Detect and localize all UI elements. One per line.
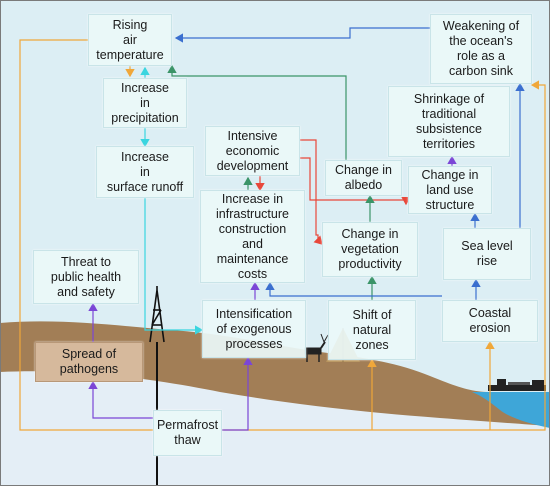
node-change-in-albedo: Change in albedo [325, 160, 402, 196]
arrow-blue-oceansink-to-temp [174, 27, 430, 43]
arrow-purple-permafrost-to-exogenous [222, 356, 253, 431]
node-intensification-of-exogenous-processes: Intensification of exogenous processes [202, 300, 306, 358]
node-shrinkage-of-territories: Shrinkage of traditional subsistence ter… [388, 86, 510, 157]
arrow-green-albedo-to-temp [167, 64, 347, 160]
arrow-red-econ-to-albedo [300, 139, 323, 245]
ship-illustration [488, 379, 546, 391]
node-increase-in-surface-runoff: Increase in surface runoff [96, 146, 194, 198]
arrow-orange-temp-loop [19, 39, 546, 431]
node-coastal-erosion: Coastal erosion [442, 300, 538, 342]
node-shift-of-natural-zones: Shift of natural zones [328, 300, 416, 360]
node-change-in-land-use-structure: Change in land use structure [408, 166, 492, 214]
sea-water [472, 392, 550, 428]
node-rising-air-temperature: Rising air temperature [88, 14, 172, 66]
arrow-blue-erosion-to-infra [265, 281, 442, 297]
arrow-red-econ-to-landuse [300, 157, 411, 206]
node-spread-of-pathogens: Spread of pathogens [35, 342, 143, 382]
node-permafrost-thaw: Permafrost thaw [153, 410, 222, 456]
node-threat-to-public-health: Threat to public health and safety [33, 250, 139, 304]
node-increase-in-infrastructure-costs: Increase in infrastructure construction … [200, 190, 305, 283]
permafrost-layer [0, 371, 550, 486]
node-intensive-economic-development: Intensive economic development [205, 126, 300, 176]
arrow-cyan-runoff-to-exogenous [144, 198, 204, 335]
node-increase-in-precipitation: Increase in precipitation [103, 78, 187, 128]
node-change-in-vegetation-productivity: Change in vegetation productivity [322, 222, 418, 277]
arrow-purple-permafrost-to-pathogens [88, 380, 153, 419]
node-weakening-ocean-carbon-sink: Weakening of the ocean's role as a carbo… [430, 14, 532, 84]
node-sea-level-rise: Sea level rise [443, 228, 531, 280]
reindeer-illustration [304, 333, 329, 362]
